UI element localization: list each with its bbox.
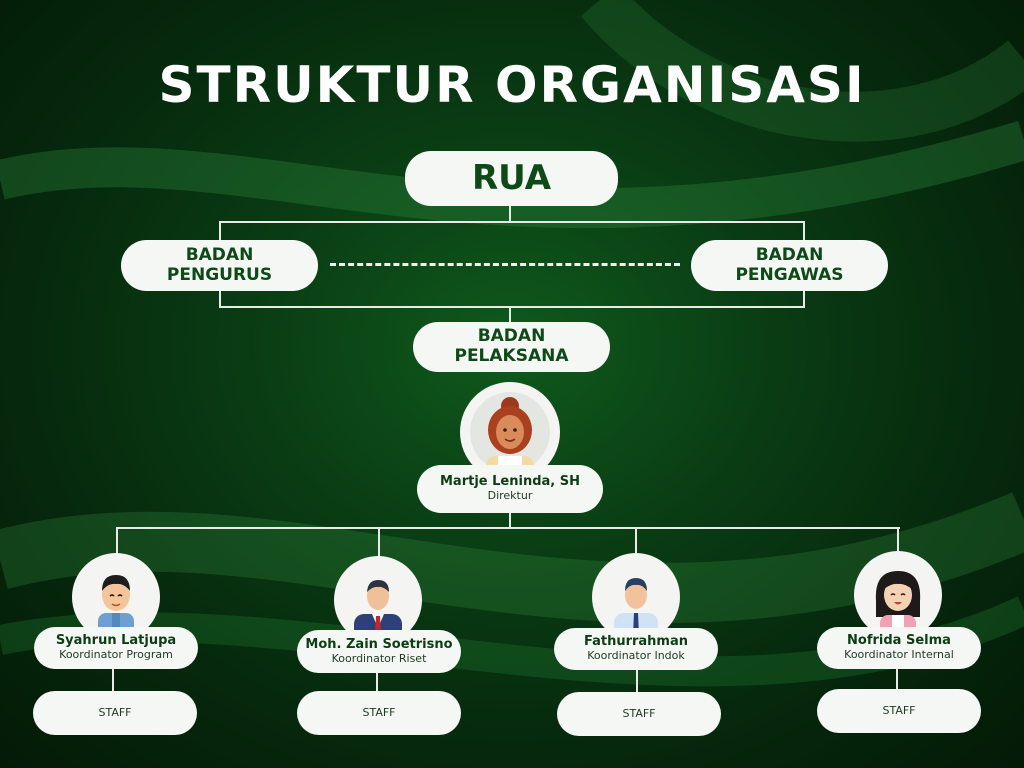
staff-box-1: STAFF [33, 691, 197, 735]
staff-label-1: STAFF [98, 705, 132, 719]
director-role: Direktur [487, 489, 533, 503]
man-shirt-tie-avatar [592, 553, 680, 641]
coordinator-role-4: Koordinator Internal [844, 648, 954, 662]
director-box: Martje Leninda, SH Direktur [417, 465, 603, 513]
staff-box-2: STAFF [297, 691, 461, 735]
connector-right-top [803, 221, 805, 241]
pengurus-line2: PENGURUS [166, 264, 273, 285]
connector-coord-4 [897, 527, 899, 553]
coordinator-name-1: Syahrun Latjupa [55, 633, 177, 649]
man-suit-avatar [334, 556, 422, 644]
rua-box: RUA [405, 151, 618, 206]
badan-pengurus-box: BADAN PENGURUS [121, 240, 318, 291]
staff-label-2: STAFF [362, 705, 396, 719]
staff-label-3: STAFF [622, 706, 656, 720]
connector-coord-2 [378, 527, 380, 557]
connector-staff-2 [376, 672, 378, 692]
page-title: STRUKTUR ORGANISASI [158, 56, 866, 114]
woman-smiling-avatar [854, 551, 942, 639]
connector-rua-down [509, 206, 511, 222]
director-name: Martje Leninda, SH [440, 474, 580, 490]
connector-director-down [509, 512, 511, 529]
connector-mid-horizontal [219, 306, 805, 308]
man-worker-avatar [72, 553, 160, 641]
connector-top-horizontal [219, 221, 805, 223]
staff-box-3: STAFF [557, 692, 721, 736]
coordinator-box-3: Fathurrahman Koordinator Indok [554, 628, 718, 670]
connector-right-bottom [803, 290, 805, 308]
coordinator-name-2: Moh. Zain Soetrisno [305, 636, 453, 652]
coordinator-role-2: Koordinator Riset [331, 651, 427, 665]
staff-box-4: STAFF [817, 689, 981, 733]
coordinator-name-4: Nofrida Selma [847, 633, 951, 649]
connector-coordinators-horizontal [116, 527, 900, 529]
coordinator-box-2: Moh. Zain Soetrisno Koordinator Riset [297, 630, 461, 673]
pengurus-line1: BADAN [185, 244, 254, 265]
pelaksana-line1: BADAN [477, 326, 546, 347]
connector-staff-1 [112, 668, 114, 692]
rua-label: RUA [471, 157, 552, 198]
pengawas-line2: PENGAWAS [735, 264, 844, 285]
pengawas-line1: BADAN [755, 244, 824, 265]
badan-pengawas-box: BADAN PENGAWAS [691, 240, 888, 291]
staff-label-4: STAFF [882, 703, 916, 717]
coordinator-box-4: Nofrida Selma Koordinator Internal [817, 627, 981, 669]
coordinator-role-1: Koordinator Program [59, 648, 173, 662]
connector-left-bottom [219, 290, 221, 308]
badan-pelaksana-box: BADAN PELAKSANA [413, 322, 610, 372]
connector-dashed [330, 263, 680, 266]
coordinator-name-3: Fathurrahman [583, 634, 689, 650]
connector-staff-4 [896, 668, 898, 690]
pelaksana-line2: PELAKSANA [454, 346, 569, 366]
coordinator-box-1: Syahrun Latjupa Koordinator Program [34, 627, 198, 669]
connector-left-top [219, 221, 221, 241]
connector-coord-1 [116, 527, 118, 555]
connector-staff-3 [636, 670, 638, 692]
connector-coord-3 [635, 527, 637, 555]
coordinator-role-3: Koordinator Indok [587, 649, 685, 663]
connector-to-pelaksana [509, 306, 511, 322]
